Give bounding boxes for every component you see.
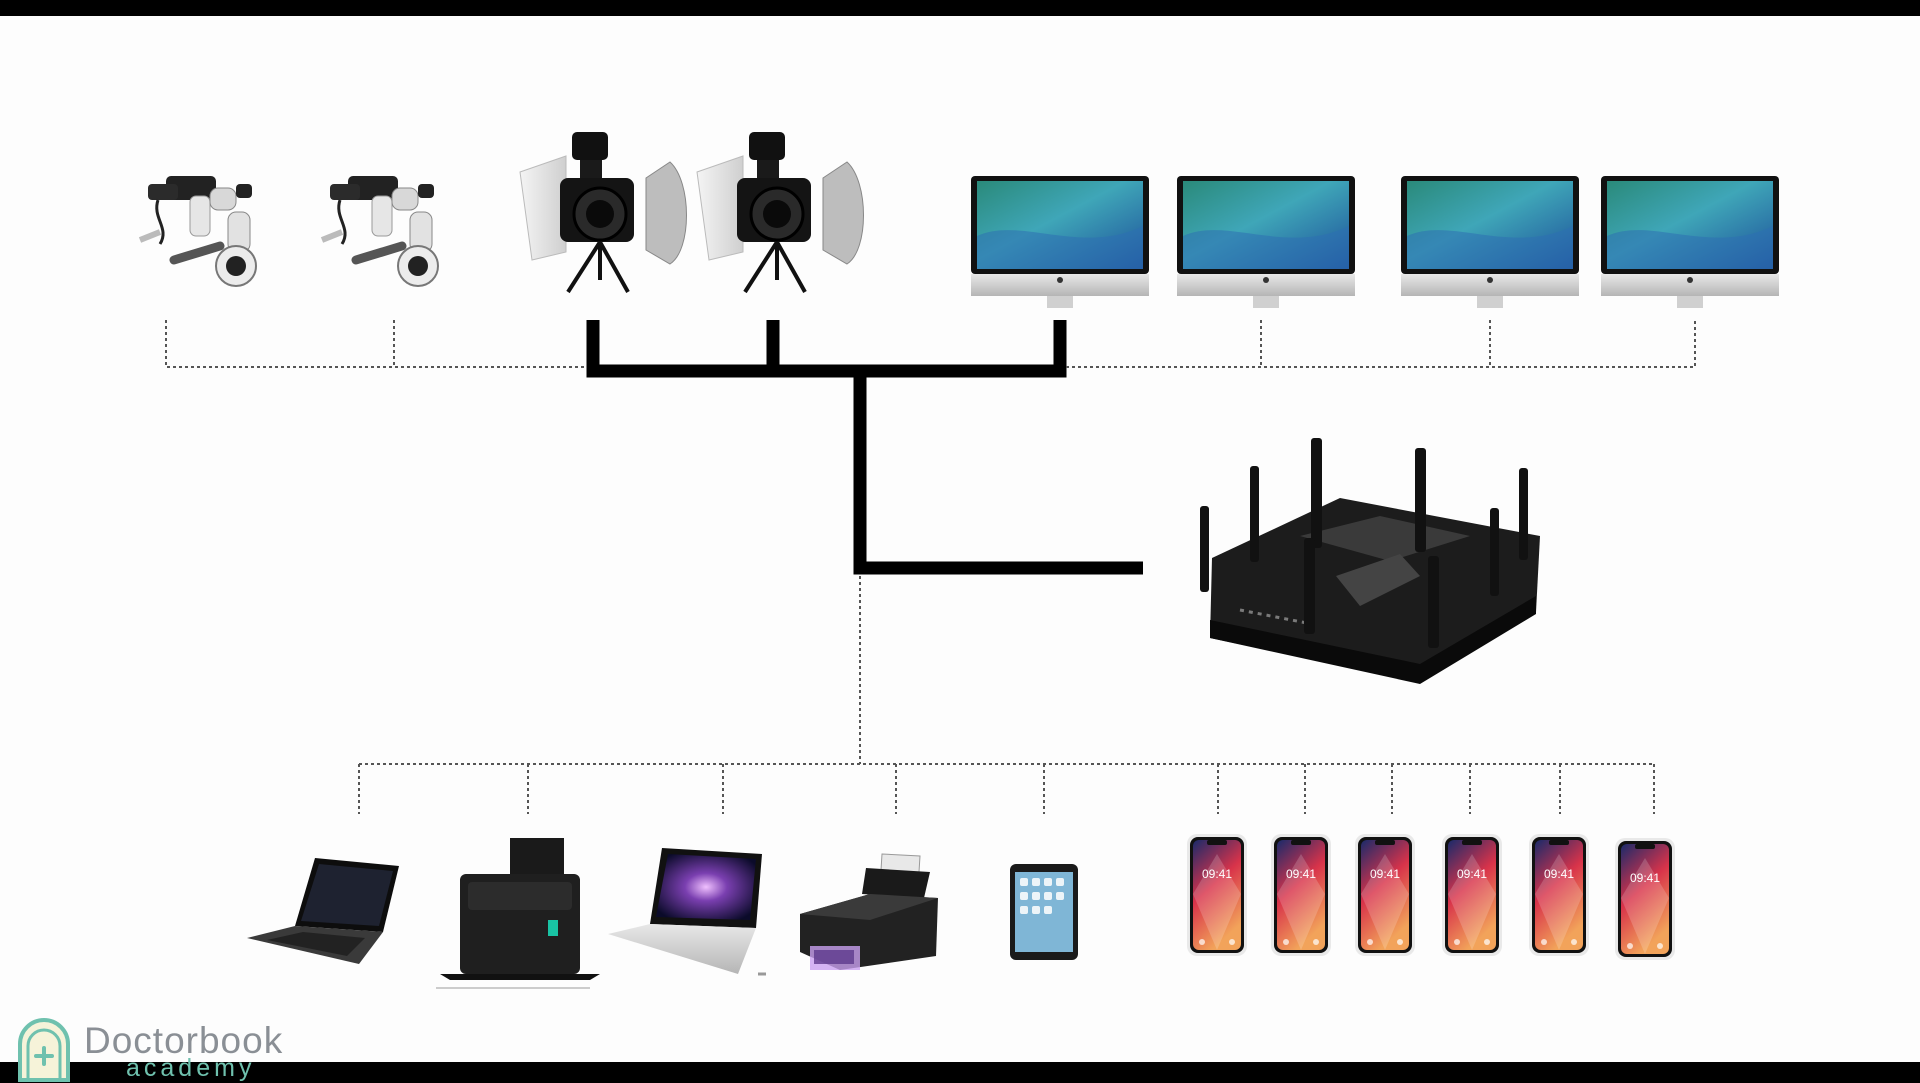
- imac-icon: [1401, 176, 1579, 308]
- phone-clock: 09:41: [1202, 867, 1232, 881]
- phone-clock: 09:41: [1370, 867, 1400, 881]
- camera-softbox-icon: [518, 130, 689, 294]
- wireless-links: [165, 320, 1696, 814]
- iphone-icon: 09:41: [1271, 834, 1331, 956]
- microscope-icon: [140, 176, 256, 286]
- microscope-icon: [322, 176, 438, 286]
- imac-icon: [1177, 176, 1355, 308]
- network-diagram: 09:41 09:41 09:41 09:41 09:41 09:41: [0, 130, 1779, 989]
- iphone-icon: 09:41: [1355, 834, 1415, 956]
- phone-clock: 09:41: [1286, 867, 1316, 881]
- doctorbook-arch-icon: [18, 1018, 70, 1082]
- ipad-icon: [1010, 864, 1078, 960]
- doctorbook-logo: Doctorbook academy: [14, 1016, 314, 1082]
- iphone-icon: 09:41: [1442, 834, 1502, 956]
- phone-clock: 09:41: [1544, 867, 1574, 881]
- camera-softbox-icon: [695, 130, 866, 294]
- wired-links: [586, 320, 1143, 575]
- router-icon: [1200, 438, 1540, 684]
- printer-icon: [800, 853, 938, 970]
- logo-subtitle: academy: [126, 1054, 256, 1082]
- iphone-icon: 09:41: [1615, 838, 1675, 960]
- iphone-icon: 09:41: [1529, 834, 1589, 956]
- phone-clock: 09:41: [1457, 867, 1487, 881]
- phone-clock: 09:41: [1630, 871, 1660, 885]
- logo-name: Doctorbook: [84, 1020, 284, 1061]
- imac-icon: [971, 176, 1149, 308]
- macbook-icon: [608, 848, 766, 976]
- imac-icon: [1601, 176, 1779, 308]
- laptop-icon: [247, 858, 399, 964]
- scanner-icon: [436, 838, 600, 989]
- slide: 09:41 09:41 09:41 09:41 09:41 09:41 Doct…: [0, 16, 1920, 1082]
- iphone-icon: 09:41: [1187, 834, 1247, 956]
